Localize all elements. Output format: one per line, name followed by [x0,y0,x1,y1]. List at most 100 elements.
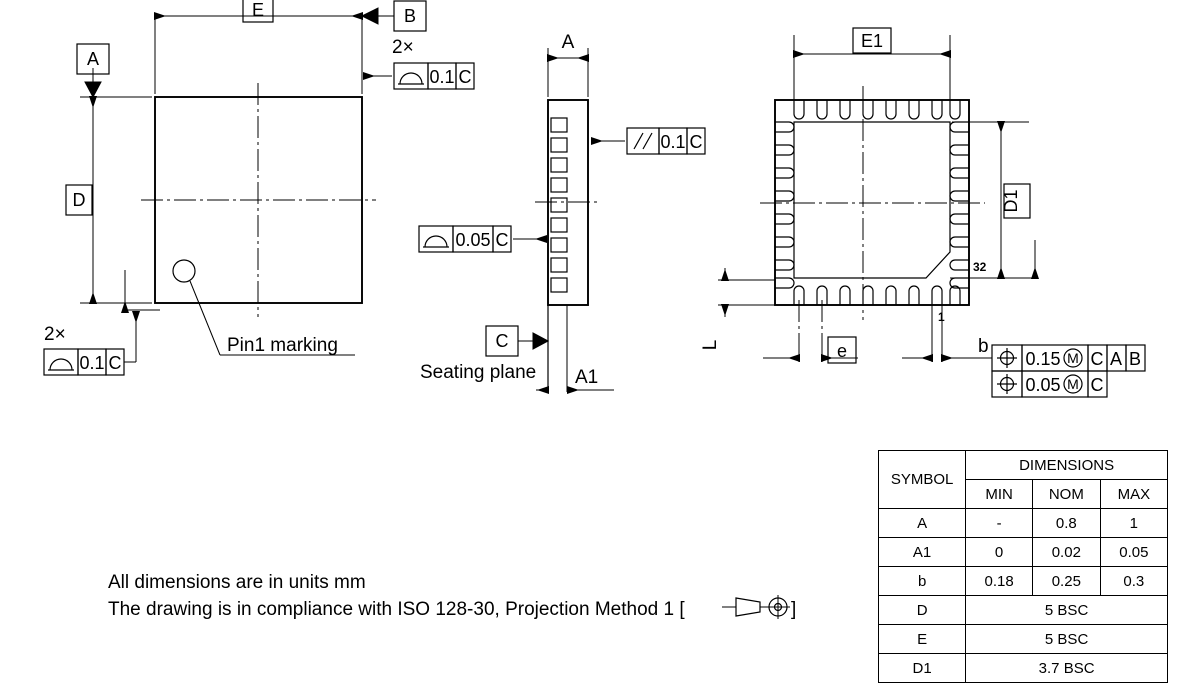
cell-symbol: D1 [877,653,967,683]
cell-min: 0 [965,537,1033,567]
table-row: b 0.18 0.25 0.3 [877,566,1169,596]
datum-a-triangle [84,81,102,99]
pad-top [908,100,920,120]
position-fcf-row-1: 0.15 M C A B [991,344,1146,372]
side-view-pin [550,117,568,133]
dimensions-table: SYMBOL DIMENSIONS MIN NOM MAX A - 0.8 1 … [877,450,1169,683]
pad-top [839,100,851,120]
notes-block: All dimensions are in units mm The drawi… [108,572,796,620]
side-view-pin [550,237,568,253]
side-view-pin [550,157,568,173]
datum-c-label: C [496,331,509,351]
projection-cone-icon [735,597,761,617]
parallelism-tolerance: 0.1 [660,132,685,152]
e-label-box [242,0,274,23]
pad-left [775,167,795,179]
cell-max: 0.05 [1099,537,1169,567]
profile-005-tolerance: 0.05 [455,230,490,250]
table-row: A1 0 0.02 0.05 [877,537,1169,567]
note-line-1: All dimensions are in units mm [108,572,366,593]
bottom-view-pads-top [793,100,961,120]
side-view-pin-group [550,117,568,293]
pad-right [949,167,969,179]
top-fcf-tolerance: 0.1 [429,67,454,87]
pad-left [775,277,795,289]
profile-of-surface-icon [399,72,423,85]
position-datum-1b: A [1110,349,1122,369]
top-fcf-symbol-cell [393,62,429,90]
top-view: Pin1 marking E B 2× 0.1 C [43,0,475,376]
datum-c-triangle [532,332,550,350]
pad-top [931,100,943,120]
bottom-view-pads-bottom [793,285,961,305]
note-line-2-suffix: ] [791,599,796,620]
pad-left [775,236,795,248]
mmc-modifier-1: M [1067,350,1079,366]
position-datum-1a: C [1091,349,1104,369]
position-datum-cell-2a [1087,370,1108,398]
side-view-pin [550,217,568,233]
datum-b-triangle [360,7,379,25]
bottom-view: E1 D1 32 1 L e [700,27,1146,398]
table-header-row-2: MIN NOM MAX [879,479,1169,509]
parallelism-symbol-cell [626,127,660,155]
seating-plane-label: Seating plane [420,362,536,383]
pad-bottom [816,285,828,305]
table-header-min: MIN [965,479,1033,509]
datum-c-box [485,325,519,357]
cell-symbol: A1 [877,537,967,567]
bottom-view-pads-left [775,121,795,289]
cell-min: 0.18 [965,566,1033,596]
datum-a-box [76,43,110,75]
pad-right [949,213,969,225]
bottom-view-exposed-pad [793,121,951,279]
mmc-modifier-2: M [1067,376,1079,392]
table-row: A - 0.8 1 [877,508,1169,538]
pad-right [949,190,969,202]
table-header-nom: NOM [1031,479,1101,509]
cell-value-span: 5 BSC [965,595,1168,625]
side-view-pin [550,177,568,193]
b-dimension-label: b [978,336,989,357]
table-body: A - 0.8 1 A1 0 0.02 0.05 b 0.18 0.25 0.3… [877,508,1169,683]
pin1-marking-label: Pin1 marking [227,335,338,356]
side-view: A 0.1 C 0.05 C [418,32,706,394]
parallelism-icon-stroke1 [633,132,644,150]
pad-bottom [793,285,805,305]
cell-symbol: D [877,595,967,625]
datum-a-label: A [87,49,99,69]
cell-max: 1 [1099,508,1169,538]
cell-symbol: b [877,566,967,596]
d1-label: D1 [1001,189,1021,212]
d-label-box [65,184,93,216]
side-view-pin [550,197,568,213]
profile-of-surface-icon-2 [49,358,73,371]
pin1-leader-line [189,280,221,356]
pad-top [862,100,874,120]
cell-symbol: A [877,508,967,538]
mmc-modifier-circle-1 [1063,348,1083,368]
pad-top [885,100,897,120]
table-header-dimensions: DIMENSIONS [965,450,1168,480]
cell-value-span: 5 BSC [965,624,1168,654]
pad-bottom [931,285,943,305]
table-header-symbol: SYMBOL [877,450,967,509]
note-line-2: The drawing is in compliance with ISO 12… [108,599,685,620]
mmc-modifier-circle-2 [1063,374,1083,394]
pad-right [949,259,969,271]
a1-dimension-label: A1 [575,367,598,388]
position-datum-cell-1c [1125,344,1146,372]
e-pitch-label: e [837,341,847,361]
position-datum-1c: B [1129,349,1141,369]
d1-label-box [1003,183,1031,219]
bottom-fcf-symbol-cell [43,348,79,376]
bottom-feature-control-frame: 0.1 C [43,348,125,376]
e1-label: E1 [861,31,883,51]
position-fcf-row-2: 0.05 M C [991,370,1108,398]
pad-bottom [839,285,851,305]
top-fcf-multiplier: 2× [392,37,414,58]
e-pitch-label-box [827,336,857,364]
a-dimension-label: A [562,32,575,53]
